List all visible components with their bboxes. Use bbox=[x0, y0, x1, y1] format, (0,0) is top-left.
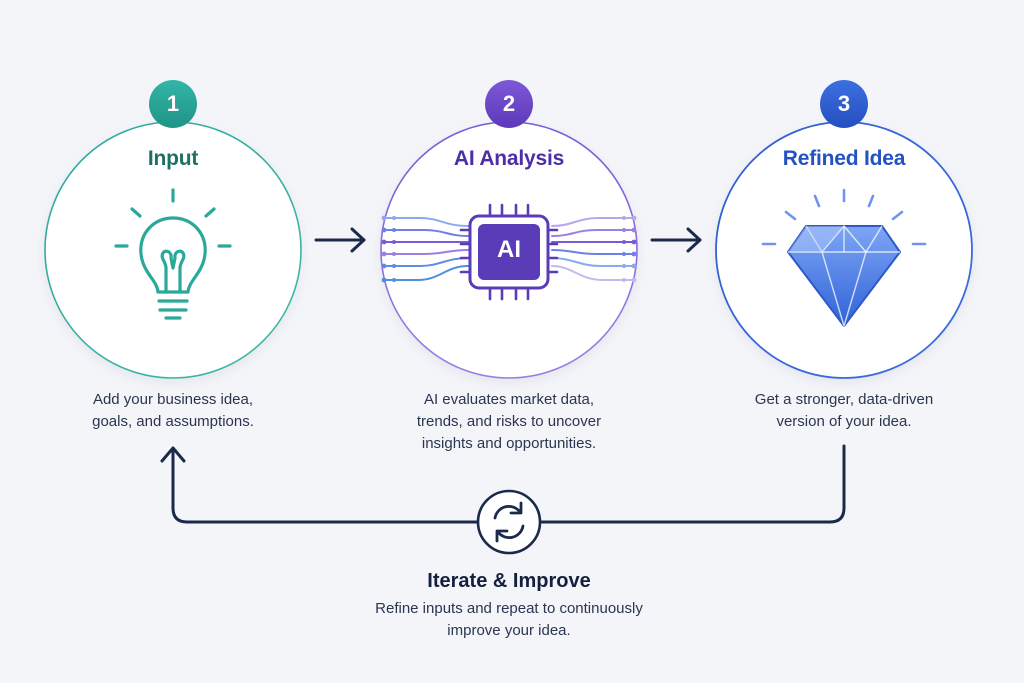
step-3-description-line-1: Get a stronger, data-driven bbox=[754, 391, 934, 408]
step-3-title: Refined Idea bbox=[782, 147, 906, 170]
step-3-badge bbox=[820, 80, 868, 128]
step-1-badge bbox=[149, 80, 197, 128]
arrow-2-to-3 bbox=[650, 227, 702, 253]
step-3-description: Get a stronger, data-driven version of y… bbox=[709, 389, 979, 433]
loop-title: Iterate & Improve bbox=[427, 570, 591, 592]
loop-description-line-2: improve your idea. bbox=[447, 622, 571, 639]
step-2-number: 2 bbox=[502, 91, 516, 116]
diamond-icon bbox=[761, 188, 927, 327]
step-3-number: 3 bbox=[837, 91, 851, 116]
ai-chip-label: AI bbox=[497, 236, 521, 263]
step-3-description-line-2: version of your idea. bbox=[776, 413, 912, 430]
step-1-number: 1 bbox=[166, 91, 180, 116]
ai-chip-icon bbox=[381, 203, 637, 301]
loop-description-line-1: Refine inputs and repeat to continuously bbox=[375, 600, 643, 617]
step-2-description-line-1: AI evaluates market data, bbox=[423, 391, 595, 408]
step-1-description-line-1: Add your business idea, bbox=[92, 391, 254, 408]
step-1-description-line-2: goals, and assumptions. bbox=[92, 413, 254, 430]
loop-circle bbox=[476, 489, 542, 555]
refresh-icon bbox=[493, 501, 525, 543]
step-2-title: AI Analysis bbox=[453, 147, 565, 170]
feedback-loop-arrow bbox=[160, 444, 846, 524]
loop-description: Refine inputs and repeat to continuously… bbox=[329, 598, 689, 642]
lightbulb-icon bbox=[114, 188, 232, 320]
step-1-description: Add your business idea, goals, and assum… bbox=[43, 389, 303, 433]
step-2-description: AI evaluates market data, trends, and ri… bbox=[369, 389, 649, 455]
step-2-badge bbox=[485, 80, 533, 128]
step-2-description-line-3: insights and opportunities. bbox=[421, 435, 597, 452]
step-2-description-line-2: trends, and risks to uncover bbox=[416, 413, 602, 430]
step-1-title: Input bbox=[147, 147, 199, 170]
arrow-1-to-2 bbox=[314, 227, 366, 253]
